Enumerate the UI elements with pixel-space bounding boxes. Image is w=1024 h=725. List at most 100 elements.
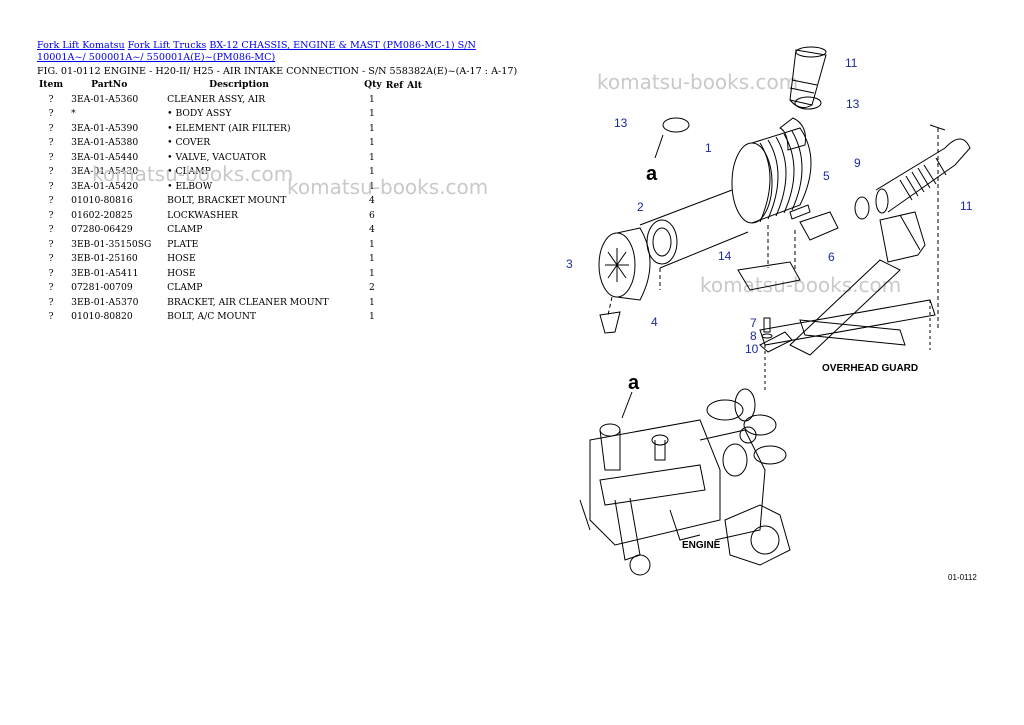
- cell-description: LOCKWASHER: [167, 209, 238, 221]
- table-row: ? 01602-20825 LOCKWASHER 6: [35, 208, 424, 223]
- figure-code: 01-0112: [948, 573, 977, 582]
- table-row: ? 01010-80816 BOLT, BRACKET MOUNT 4: [35, 194, 424, 209]
- arrow-a-top: [654, 134, 664, 159]
- callout-6: 6: [828, 250, 835, 264]
- cell-qty: 1: [368, 311, 375, 323]
- cell-description: • ELBOW: [167, 180, 213, 192]
- vacuator-valve-shape: [599, 311, 621, 334]
- cell-part-no: 3EB-01-A5411: [71, 267, 139, 279]
- cell-item: ?: [48, 296, 54, 308]
- cell-item: ?: [48, 151, 54, 163]
- header-part-no: PartNo: [91, 79, 128, 90]
- watermark: komatsu-books.com: [92, 162, 294, 186]
- cell-description: CLAMP: [167, 224, 203, 236]
- watermark: komatsu-books.com: [597, 70, 799, 94]
- cell-item: ?: [48, 282, 54, 294]
- cell-description: • VALVE, VACUATOR: [167, 151, 267, 163]
- cell-qty: 1: [368, 180, 375, 192]
- cell-qty: 1: [368, 296, 375, 308]
- cell-description: • BODY ASSY: [167, 108, 232, 120]
- arrow-a-bottom: [621, 391, 633, 419]
- cell-description: • COVER: [167, 137, 211, 149]
- cell-part-no: 3EB-01-A5370: [71, 296, 139, 308]
- cell-description: CLEANER ASSY, AIR: [167, 93, 266, 105]
- bolt-7-shape: [763, 317, 771, 333]
- engine-illustration: [579, 388, 791, 576]
- hose-12-shape: [789, 46, 827, 109]
- cell-description: PLATE: [167, 238, 199, 250]
- breadcrumb-link-fork-lift-trucks[interactable]: Fork Lift Trucks: [127, 40, 207, 51]
- bracket-10-shape: [759, 331, 793, 353]
- breadcrumb: Fork Lift Komatsu Fork Lift Trucks BX-12…: [37, 40, 487, 64]
- cell-part-no: 3EA-01-A5440: [71, 151, 139, 163]
- cell-item: ?: [48, 267, 54, 279]
- clamp-9-shape: [854, 196, 870, 220]
- cell-item: ?: [48, 108, 54, 120]
- callout-13: 13: [614, 116, 628, 130]
- callout-4: 4: [651, 315, 658, 329]
- callout-7: 7: [750, 316, 757, 330]
- breadcrumb-link-model[interactable]: BX-12 CHASSIS, ENGINE & MAST (PM086-MC-1…: [37, 40, 476, 63]
- callout-13: 13: [846, 97, 860, 111]
- table-header-row: Item PartNo Description Qty Ref Alt: [35, 78, 424, 92]
- table-row: ?3EA-01-A5390• ELEMENT (AIR FILTER)1: [35, 121, 424, 136]
- table-row: ? 3EA-01-A5440 • VALVE, VACUATOR 1: [35, 150, 424, 165]
- cell-item: ?: [48, 137, 54, 149]
- cell-part-no: 01010-80816: [71, 195, 133, 207]
- view-markers: a a: [628, 163, 658, 394]
- callout-1: 1: [705, 141, 712, 155]
- cell-qty: 4: [368, 195, 375, 207]
- breadcrumb-link-fork-lift-komatsu[interactable]: Fork Lift Komatsu: [37, 40, 125, 51]
- parts-table: Item PartNo Description Qty Ref Alt ?3EA…: [35, 78, 424, 324]
- parts-diagram: 11 13 13 1 9 5 2 11 14 6 3 4 7 8 10 a a …: [566, 46, 977, 582]
- cell-item: ?: [48, 209, 54, 221]
- figure-title: FIG. 01-0112 ENGINE - H20-II/ H25 - AIR …: [37, 66, 518, 77]
- view-marker-a-top: a: [646, 163, 658, 185]
- cell-qty: 4: [368, 224, 375, 236]
- cell-part-no: 07281-00709: [71, 282, 133, 294]
- leader-lines: [607, 225, 796, 316]
- cell-qty: 2: [368, 282, 375, 294]
- cell-qty: 6: [368, 209, 375, 221]
- watermark: komatsu-books.com: [287, 175, 489, 199]
- cell-part-no: *: [71, 108, 76, 120]
- cell-item: ?: [48, 224, 54, 236]
- cell-description: BRACKET, AIR CLEANER MOUNT: [167, 296, 329, 308]
- cell-qty: 1: [368, 108, 375, 120]
- callout-10: 10: [745, 342, 759, 356]
- table-row: ? 07280-06429 CLAMP 4: [35, 223, 424, 238]
- cell-item: ?: [48, 195, 54, 207]
- callout-2: 2: [637, 200, 644, 214]
- cell-description: • CLAMP: [167, 166, 211, 178]
- cell-description: BOLT, A/C MOUNT: [167, 311, 257, 323]
- cell-part-no: 07280-06429: [71, 224, 133, 236]
- callout-9: 9: [854, 156, 861, 170]
- cell-part-no: 01602-20825: [71, 209, 133, 221]
- engine-label: ENGINE: [682, 540, 721, 551]
- overhead-guard-frame-shape: [759, 124, 946, 390]
- callout-8: 8: [750, 329, 757, 343]
- clamp-13-left-shape: [662, 117, 690, 133]
- cell-qty: 1: [368, 137, 375, 149]
- cell-item: ?: [48, 93, 54, 105]
- callout-14: 14: [718, 249, 732, 263]
- watermark: komatsu-books.com: [700, 273, 902, 297]
- cell-qty: 1: [368, 151, 375, 163]
- cell-description: HOSE: [167, 253, 196, 265]
- cell-item: ?: [48, 238, 54, 250]
- callout-12: 11: [845, 56, 858, 70]
- cover-3-shape: [598, 227, 651, 301]
- elbow-shape: [779, 117, 806, 151]
- header-description: Description: [209, 79, 269, 90]
- cell-qty: 1: [368, 93, 375, 105]
- cell-part-no: 3EA-01-A5430: [71, 166, 139, 178]
- header-qty: Qty: [364, 79, 382, 90]
- table-row: ? 3EB-01-A5370 BRACKET, AIR CLEANER MOUNT 1: [35, 295, 424, 310]
- cell-description: BOLT, BRACKET MOUNT: [167, 195, 287, 207]
